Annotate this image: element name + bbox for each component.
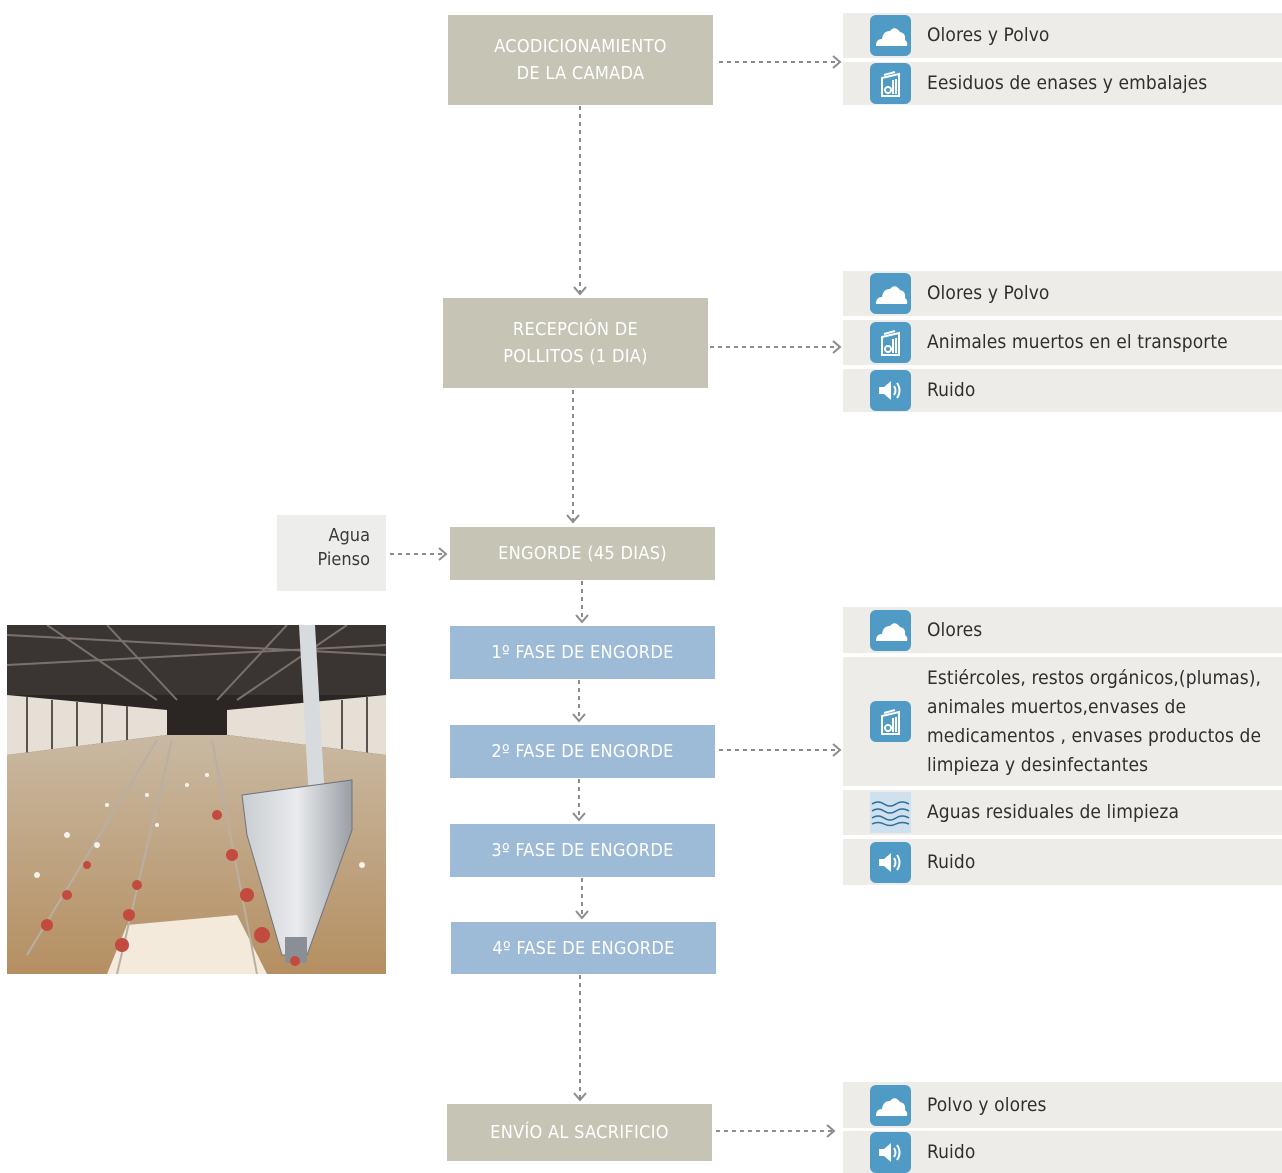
water-icon	[870, 792, 911, 833]
cloud-icon	[870, 273, 911, 314]
output-text: Aguas residuales de limpieza	[927, 801, 1180, 823]
cloud-icon	[870, 1085, 911, 1126]
step-fase2: 2º FASE DE ENGORDE	[450, 725, 715, 778]
output-row-engorde: Aguas residuales de limpieza	[843, 790, 1282, 835]
waste-container-icon	[870, 322, 911, 363]
cloud-icon	[870, 610, 911, 651]
output-row-engorde: Ruido	[843, 839, 1282, 885]
step-fase1: 1º FASE DE ENGORDE	[450, 626, 715, 679]
output-row-acondicionamiento: Eesiduos de enases y embalajes	[843, 62, 1282, 105]
speaker-icon	[870, 370, 911, 411]
output-row-engorde: Estiércoles, restos orgánicos,(plumas), …	[843, 657, 1282, 786]
output-text: Animales muertos en el transporte	[927, 331, 1228, 353]
output-row-envio: Ruido	[843, 1131, 1282, 1173]
output-row-recepcion: Olores y Polvo	[843, 271, 1282, 316]
output-text: Eesiduos de enases y embalajes	[927, 72, 1208, 94]
output-text: Olores y Polvo	[927, 282, 1050, 304]
output-text: Ruido	[927, 1140, 976, 1163]
output-row-engorde: Olores	[843, 607, 1282, 653]
poultry-house-photo	[7, 625, 386, 974]
output-text: Polvo y olores	[927, 1093, 1047, 1116]
step-recepcion: RECEPCIÓN DE POLLITOS (1 DIA)	[443, 298, 708, 388]
speaker-icon	[870, 1132, 911, 1173]
output-text: Ruido	[927, 379, 976, 401]
step-fase4: 4º FASE DE ENGORDE	[451, 922, 716, 974]
step-envio: ENVÍO AL SACRIFICIO	[447, 1104, 712, 1161]
speaker-icon	[870, 842, 911, 883]
output-text: Estiércoles, restos orgánicos,(plumas), …	[927, 666, 1262, 776]
output-row-recepcion: Animales muertos en el transporte	[843, 320, 1282, 365]
waste-container-icon	[870, 63, 911, 104]
cloud-icon	[870, 15, 911, 56]
output-row-acondicionamiento: Olores y Polvo	[843, 13, 1282, 58]
output-row-recepcion: Ruido	[843, 369, 1282, 412]
output-text: Ruido	[927, 850, 976, 873]
waste-container-icon	[870, 701, 911, 742]
step-engorde: ENGORDE (45 DIAS)	[450, 527, 715, 580]
output-text: Olores y Polvo	[927, 24, 1050, 46]
output-text: Olores	[927, 618, 983, 641]
input-agua-pienso: Agua Pienso	[277, 515, 386, 591]
step-acondicionamiento: ACODICIONAMIENTO DE LA CAMADA	[448, 15, 713, 105]
step-fase3: 3º FASE DE ENGORDE	[450, 824, 715, 877]
output-row-envio: Polvo y olores	[843, 1082, 1282, 1128]
